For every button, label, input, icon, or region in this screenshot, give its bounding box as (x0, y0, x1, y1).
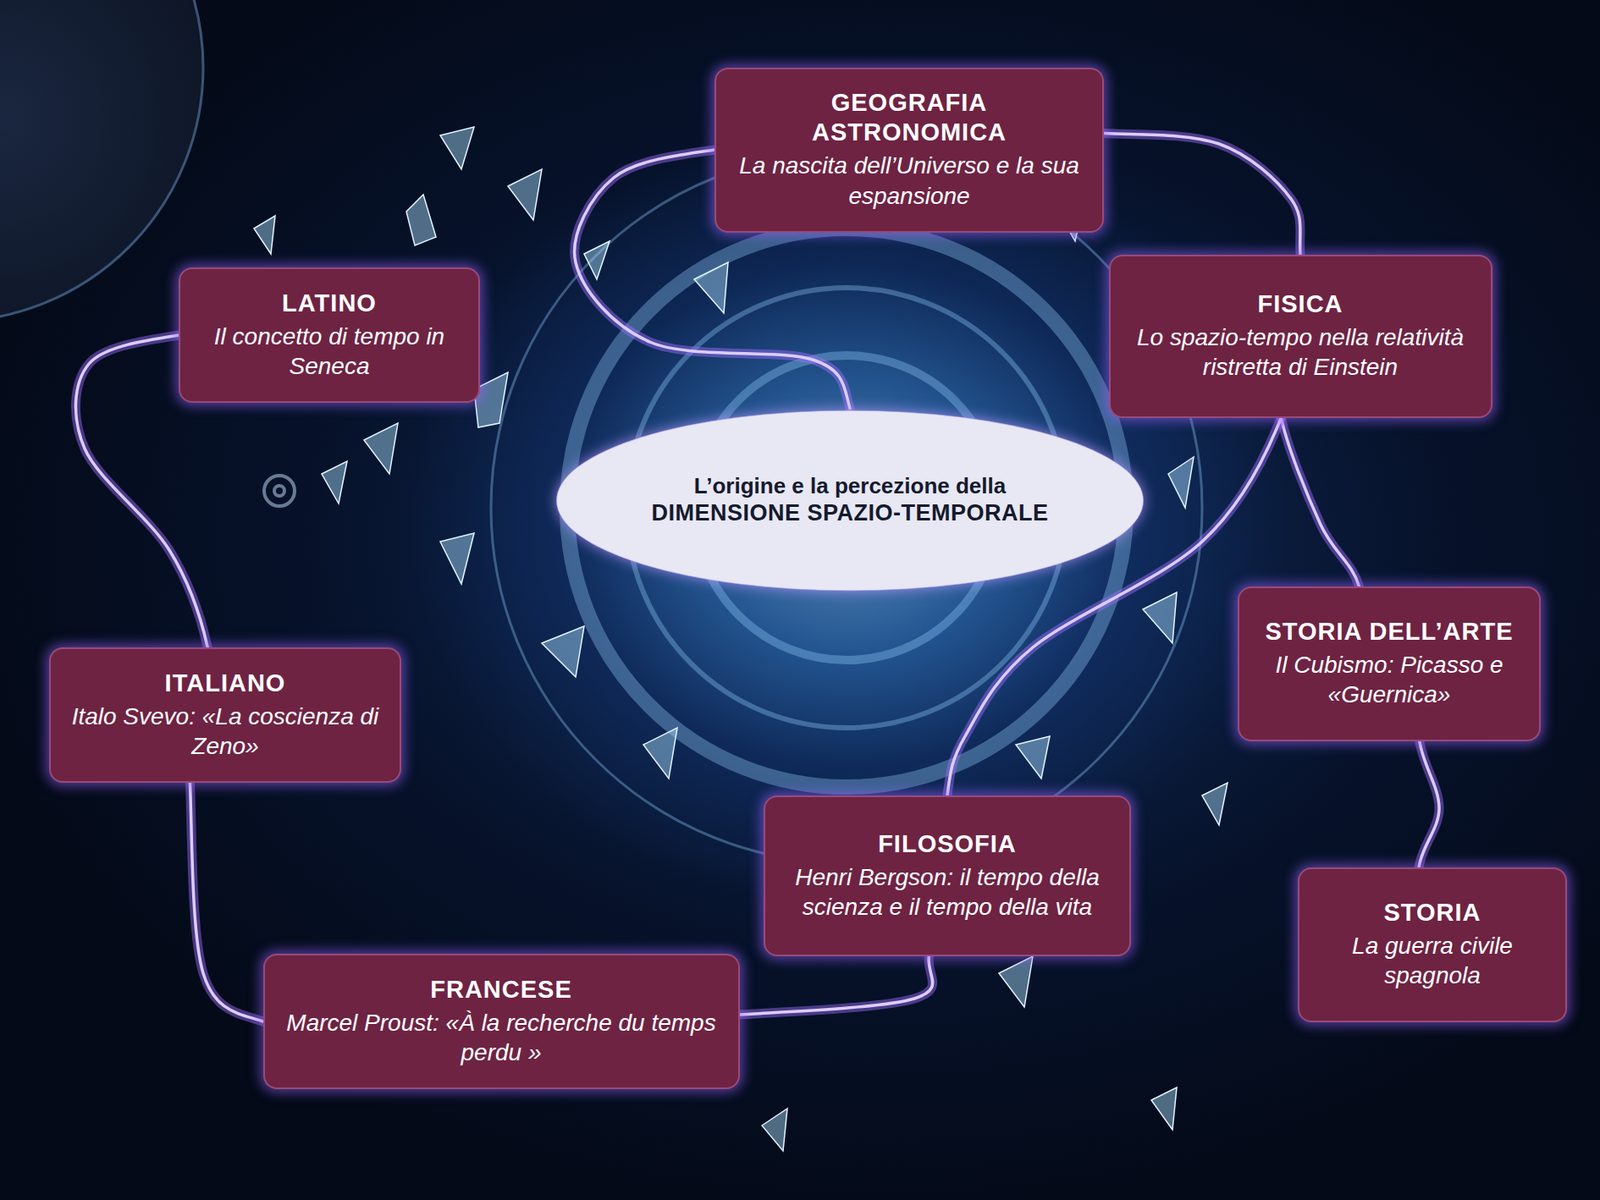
connector-line (189, 783, 263, 1022)
dark-planet (0, 0, 204, 322)
node-heading: ITALIANO (67, 668, 383, 699)
connector (189, 783, 263, 1022)
ellipse-shape (557, 410, 1144, 591)
connector-glow (739, 956, 933, 1016)
connector-line (739, 956, 933, 1016)
node-body: Il Cubismo: Picasso e «Guernica» (1256, 650, 1523, 712)
connector-line (1280, 418, 1359, 587)
connector-glow (189, 783, 263, 1022)
node-body: Marcel Proust: «À la recherche du temps … (281, 1008, 722, 1070)
node-body: La nascita dell’Universo e la sua espans… (733, 150, 1086, 212)
node-body: Il concetto di tempo in Seneca (197, 321, 462, 383)
topic-box: FILOSOFIAHenri Bergson: il tempo della s… (763, 795, 1132, 957)
node-heading: FRANCESE (281, 975, 722, 1005)
connector (1103, 133, 1301, 255)
node-heading: L’origine e la percezione della (621, 472, 1079, 501)
connector-glow (1103, 133, 1301, 255)
node-heading: GEOGRAFIA ASTRONOMICA (733, 88, 1086, 148)
topic-box: ITALIANOItalo Svevo: «La coscienza di Ze… (49, 647, 402, 784)
node-heading: LATINO (197, 288, 462, 319)
connector-glow (1280, 418, 1359, 587)
connector-line (1103, 133, 1301, 255)
connector (739, 956, 933, 1016)
connector (1418, 741, 1440, 868)
node-heading: STORIA DELL’ARTE (1256, 617, 1523, 647)
topic-box: GEOGRAFIA ASTRONOMICALa nascita dell’Uni… (714, 67, 1104, 233)
gear (264, 475, 295, 507)
topic-box: FRANCESEMarcel Proust: «À la recherche d… (263, 954, 740, 1090)
node-body: Henri Bergson: il tempo della scienza e … (782, 862, 1113, 924)
topic-box: LATINOIl concetto di tempo in Seneca (178, 267, 480, 403)
connector (1280, 418, 1359, 587)
ellipse-outline (553, 408, 1147, 593)
node-body: Lo spazio-tempo nella relatività ristret… (1127, 322, 1474, 384)
node-heading: STORIA (1316, 898, 1549, 928)
connector-glow (1418, 741, 1440, 868)
topic-box: FISICALo spazio-tempo nella relatività r… (1108, 254, 1493, 419)
node-body: La guerra civile spagnola (1316, 931, 1549, 993)
node-heading: FILOSOFIA (782, 829, 1113, 860)
node-heading: FISICA (1127, 289, 1474, 320)
node-body: DIMENSIONE SPAZIO-TEMPORALE (621, 499, 1079, 529)
connector-line (1418, 741, 1440, 868)
topic-box: STORIALa guerra civile spagnola (1297, 867, 1567, 1023)
clock-rings (491, 152, 1203, 864)
node-body: Italo Svevo: «La coscienza di Zeno» (67, 701, 383, 763)
topic-box: STORIA DELL’ARTEIl Cubismo: Picasso e «G… (1237, 586, 1541, 742)
central-ellipse: L’origine e la percezione dellaDIMENSION… (553, 408, 1147, 593)
